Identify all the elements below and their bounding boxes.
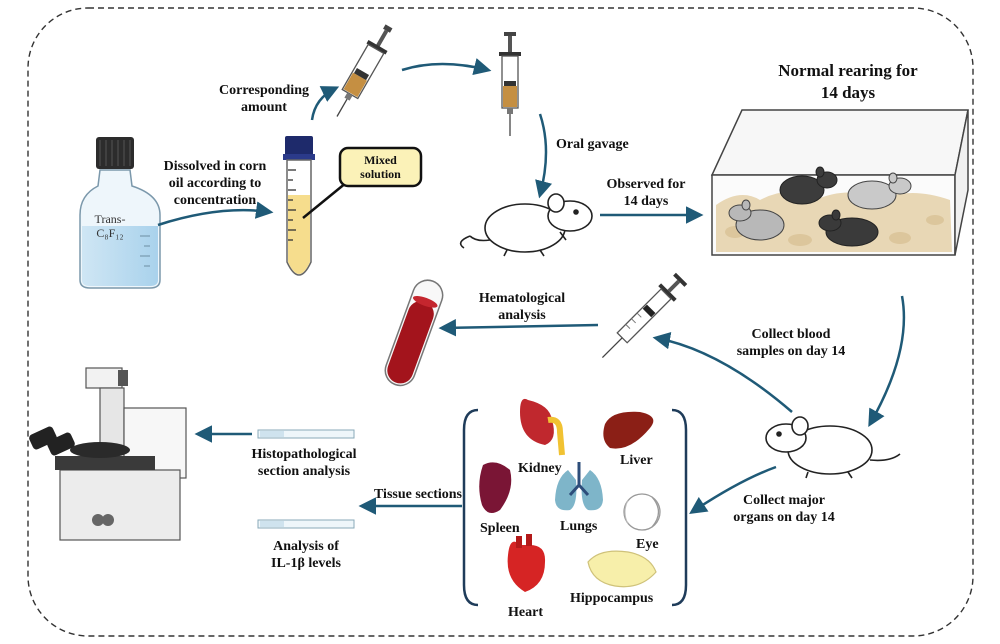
arrow-syringe-to-mouse (535, 113, 553, 199)
mouse-icon (818, 209, 879, 247)
hippocampus-icon (587, 550, 657, 588)
dissolved-line-1: Dissolved in corn (163, 159, 267, 174)
hematological-label: Hematological analysis (458, 290, 586, 324)
il-line-2: IL-1β levels (271, 556, 341, 571)
organs-line-1: Collect major (742, 493, 826, 508)
oral-gavage-text: Oral gavage (556, 137, 629, 152)
observed-line-2: 14 days (623, 194, 669, 209)
mouse-icon (779, 166, 838, 205)
bottle-line-1: Trans- (94, 212, 126, 226)
observed-label: Observed for 14 days (596, 176, 696, 210)
bottle-label: Trans- C₈F₁₂ (80, 212, 140, 240)
organ-label-kidney: Kidney (518, 461, 562, 476)
oral-gavage-label: Oral gavage (556, 136, 629, 153)
corresponding-line-1: Corresponding (219, 83, 309, 98)
blood-line-2: samples on day 14 (736, 344, 846, 359)
organ-label-heart: Heart (508, 605, 543, 620)
observed-line-1: Observed for (606, 177, 686, 192)
dissolved-label: Dissolved in corn oil according to conce… (150, 158, 280, 209)
slide-icon (257, 519, 355, 529)
mouse-icon (728, 199, 785, 241)
slide-icon (257, 429, 355, 439)
blood-line-1: Collect blood (751, 327, 831, 342)
il-1b-label: Analysis of IL-1β levels (250, 538, 362, 572)
blood-tube-icon (384, 279, 444, 387)
lungs-icon (555, 462, 603, 511)
mouse-icon (765, 416, 901, 479)
hema-line-2: analysis (498, 308, 546, 323)
mixed-line-1: Mixed (364, 153, 397, 167)
spleen-icon (479, 462, 512, 514)
arrow-tube-to-syringe (310, 86, 340, 121)
mixed-line-2: solution (360, 167, 401, 181)
organ-label-liver: Liver (620, 453, 653, 468)
normal-line-2: 14 days (820, 83, 876, 102)
histo-line-1: Histopathological (251, 447, 357, 462)
syringe-icon (601, 272, 688, 359)
organ-label-hippocampus: Hippocampus (570, 591, 654, 606)
mouse-icon (459, 193, 593, 257)
arrow-mouse-to-blood (652, 331, 793, 413)
corresponding-line-2: amount (241, 100, 287, 115)
organ-label-spleen: Spleen (480, 521, 520, 536)
organ-label-eye: Eye (636, 537, 659, 552)
syringe-icon (499, 32, 521, 136)
corresponding-label: Corresponding amount (214, 82, 314, 116)
arrow-syringe-to-syringe (401, 58, 492, 76)
arrow-syringe-to-bloodtube (438, 318, 599, 337)
liver-icon (603, 411, 654, 449)
kidney-icon (520, 398, 565, 456)
il-line-1: Analysis of (273, 539, 339, 554)
dashed-frame (27, 7, 974, 637)
histopathological-label: Histopathological section analysis (234, 446, 374, 480)
organ-label-lungs: Lungs (560, 519, 598, 534)
collect-blood-label: Collect blood samples on day 14 (716, 326, 866, 360)
normal-line-1: Normal rearing for (778, 61, 918, 80)
histo-line-2: section analysis (257, 464, 351, 479)
arrow-bottle-to-tube (157, 201, 274, 227)
organs-line-2: organs on day 14 (733, 510, 835, 525)
tissue-text: Tissue sections (373, 487, 463, 502)
heart-icon (507, 534, 546, 592)
collect-organs-label: Collect major organs on day 14 (716, 492, 852, 526)
normal-rearing-label: Normal rearing for 14 days (758, 60, 938, 104)
dissolved-line-2: oil according to (168, 176, 262, 191)
eye-icon (623, 493, 661, 531)
dissolved-line-3: concentration (173, 193, 257, 208)
reagent-bottle-icon (79, 137, 161, 289)
mouse-icon (847, 172, 912, 210)
test-tube-icon (283, 136, 353, 276)
microscope-icon (29, 367, 187, 541)
mixed-solution-callout (338, 146, 423, 188)
organ-bracket-left (462, 408, 479, 607)
syringe-icon (336, 24, 393, 117)
bottle-line-2: C₈F₁₂ (96, 226, 124, 240)
tissue-sections-label: Tissue sections (366, 486, 470, 503)
arrow-cage-to-mouse (868, 295, 906, 428)
arrow-mouse-to-organs (689, 465, 777, 514)
mixed-solution-label: Mixed solution (340, 153, 421, 181)
organ-bracket-right (671, 408, 688, 607)
hema-line-1: Hematological (478, 291, 566, 306)
